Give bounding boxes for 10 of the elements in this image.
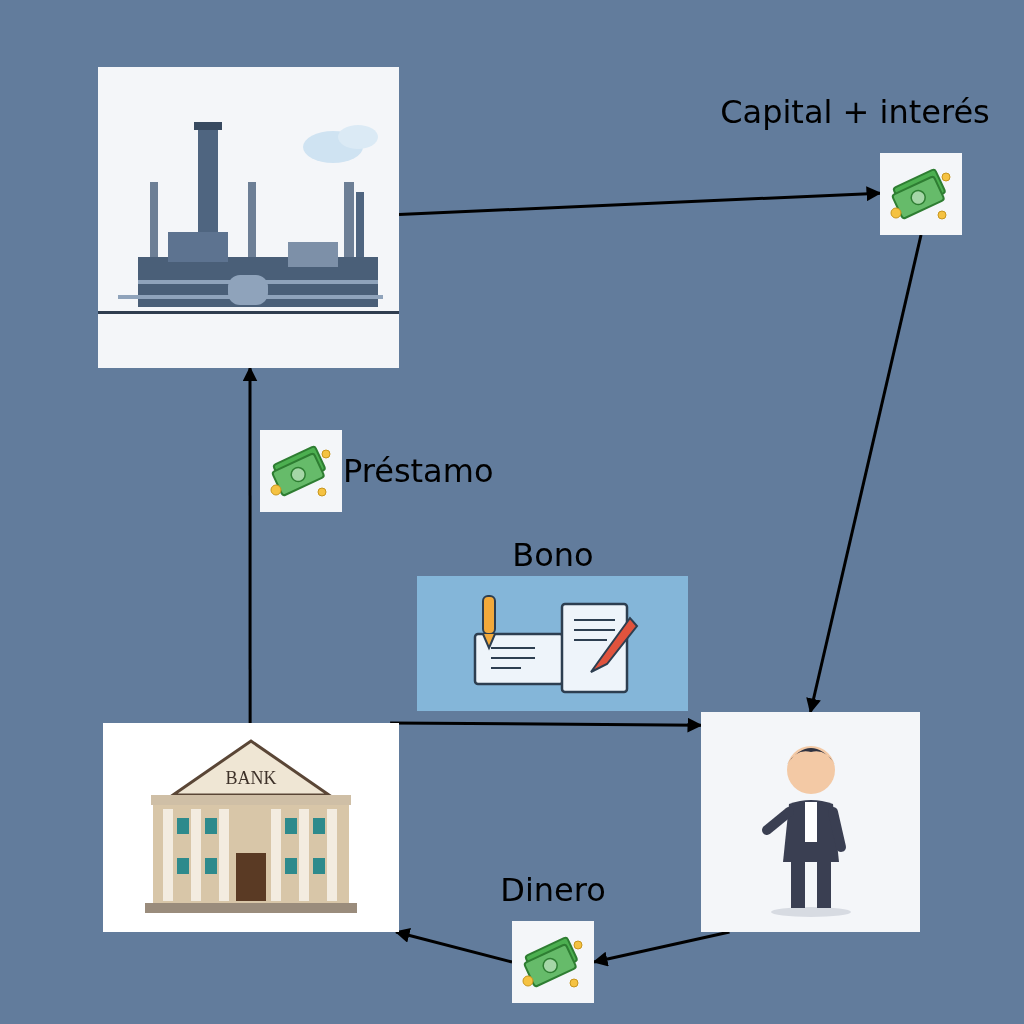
arrow xyxy=(242,366,258,723)
arrow xyxy=(806,234,923,714)
arrow xyxy=(398,186,882,216)
caption-text: Dinero xyxy=(499,870,607,910)
arrow xyxy=(390,717,703,733)
caption-text: Bono xyxy=(511,535,595,575)
sign-text: BANK xyxy=(224,767,278,790)
caption-text: Préstamo xyxy=(343,451,495,491)
caption-text: Capital + interés xyxy=(719,92,991,132)
arrow xyxy=(394,928,513,964)
